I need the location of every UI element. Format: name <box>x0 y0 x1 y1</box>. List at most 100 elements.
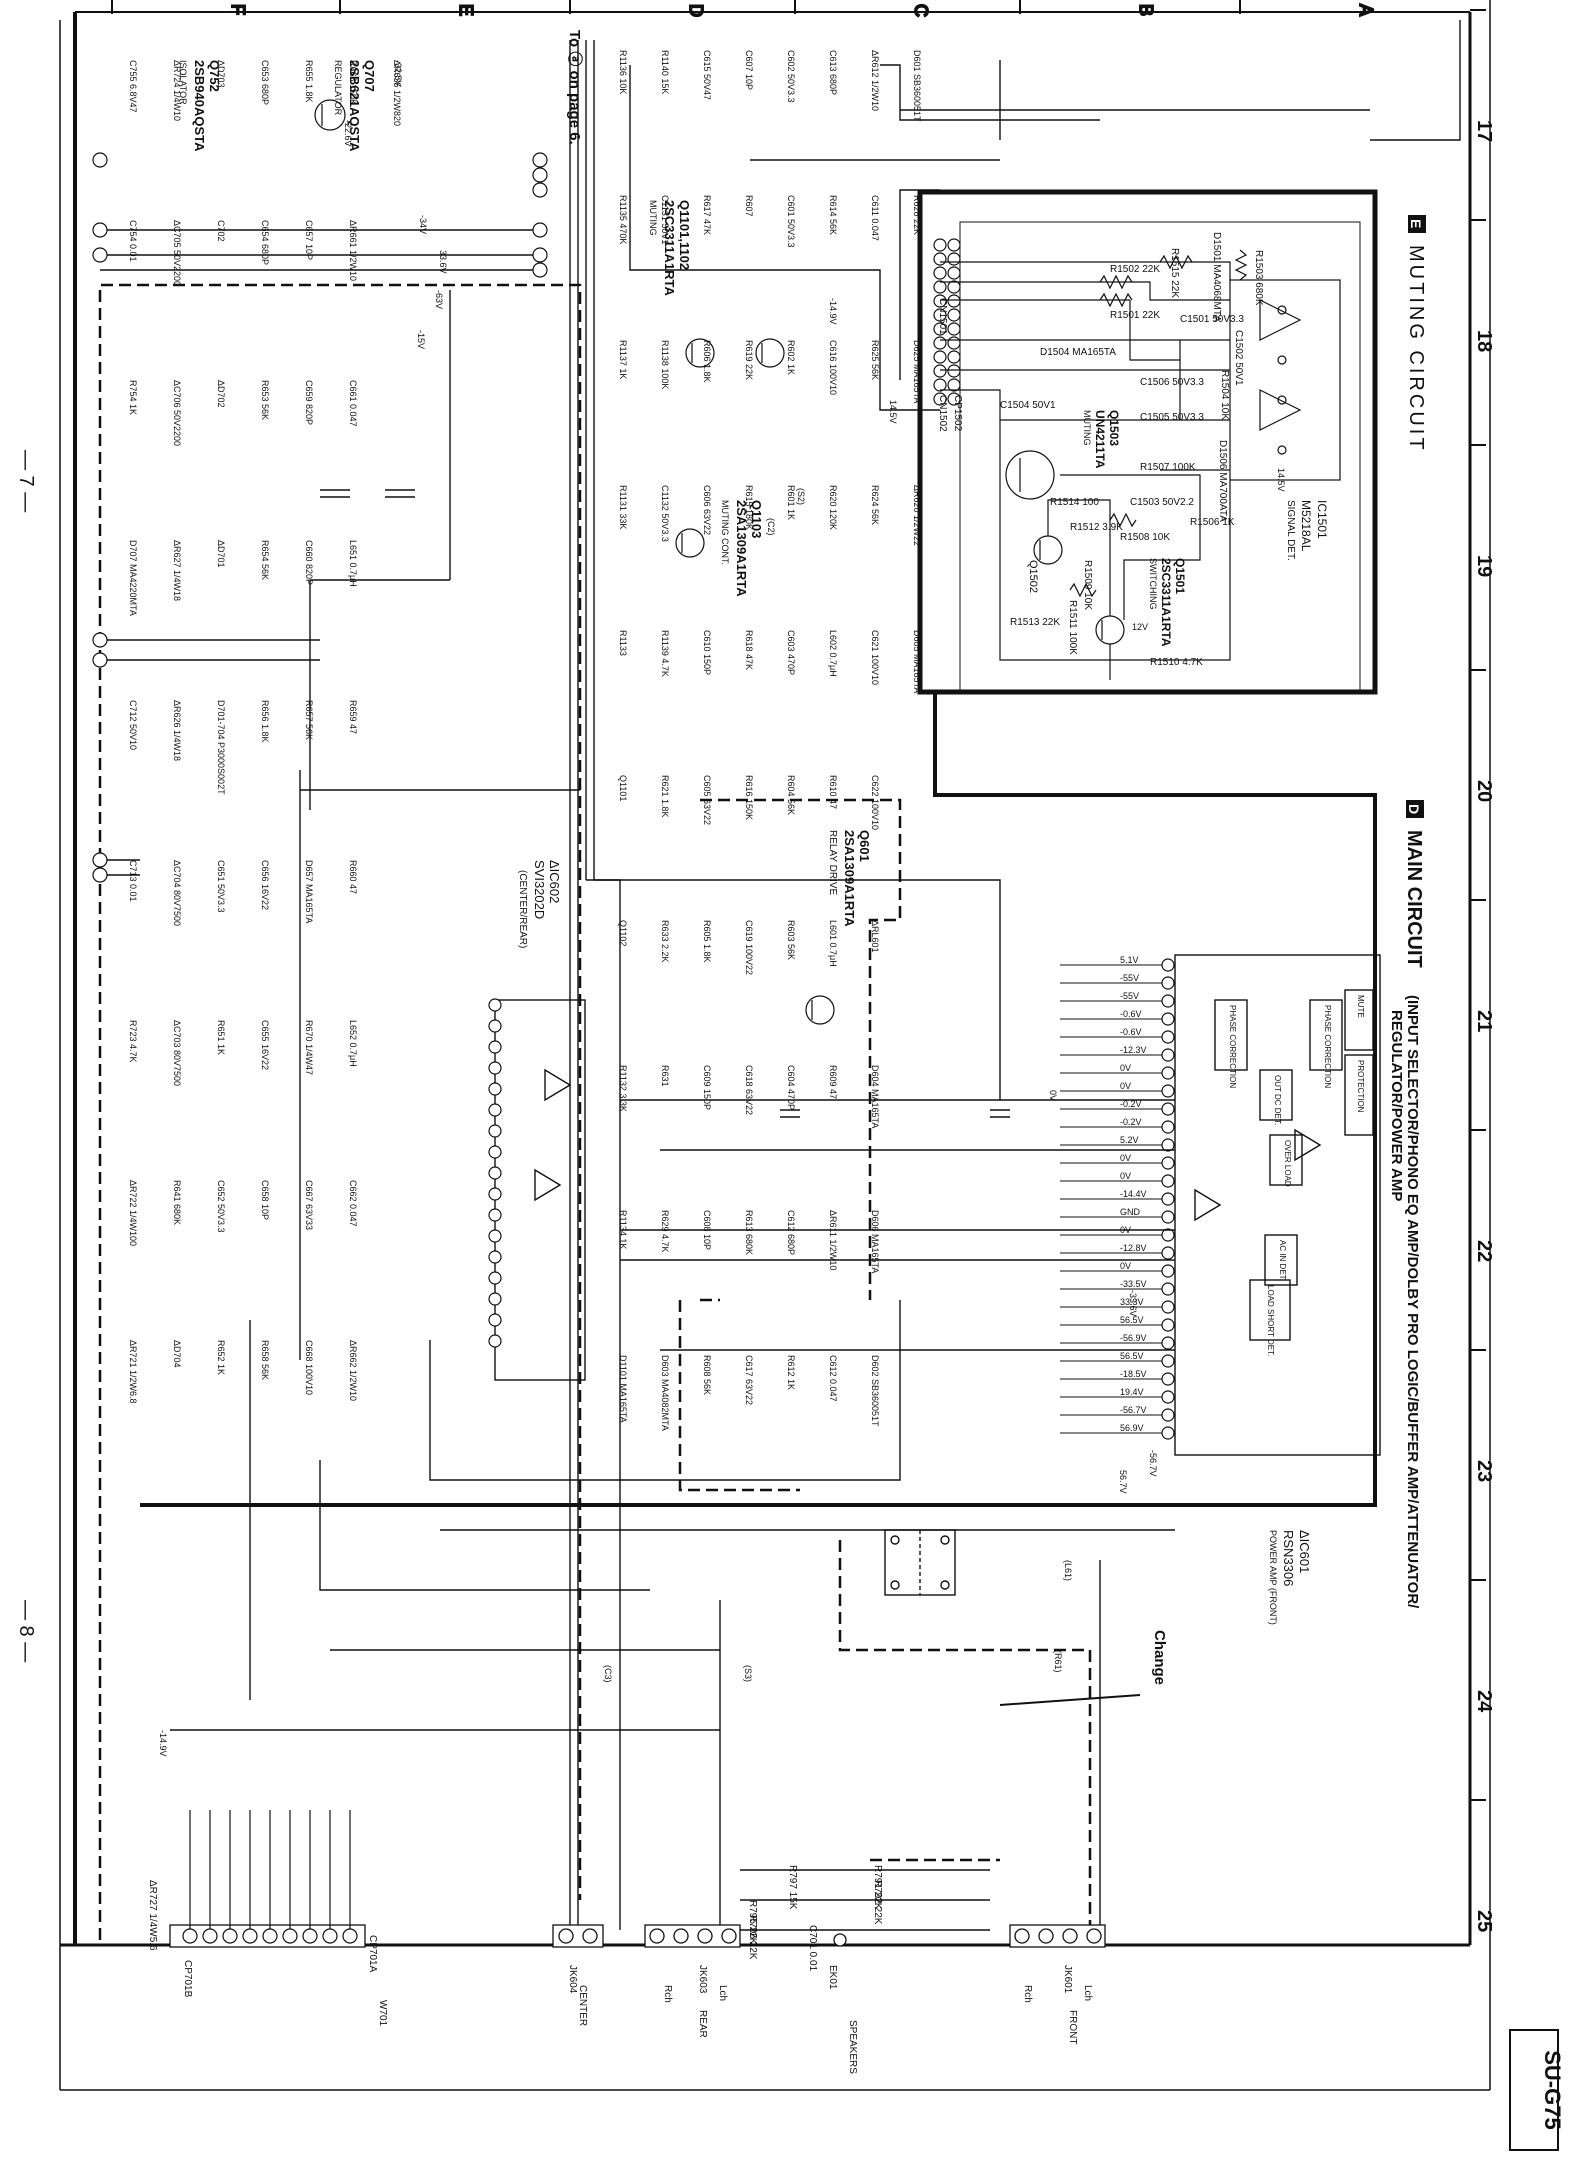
ic601-pin <box>1161 1282 1175 1296</box>
part-label: C659 820P <box>304 380 314 425</box>
r1512-label: R1512 3.9K <box>1070 522 1123 533</box>
net-label: 33.6V <box>438 250 448 274</box>
connector-pin <box>933 266 947 280</box>
q1503-part: UN4211TA <box>1093 410 1107 469</box>
part-label: C662 0.047 <box>348 1180 358 1227</box>
part-label: L602 0.7μH <box>828 630 838 677</box>
r1514-label: R1514 100 <box>1050 497 1099 508</box>
connector-bubble <box>92 247 108 263</box>
ic601-pin <box>1161 994 1175 1008</box>
part-label: C605 63V22 <box>702 775 712 825</box>
connector-pin <box>933 378 947 392</box>
ic602-pin <box>488 1166 502 1180</box>
part-label: D602 SB360051T <box>870 1355 880 1427</box>
ic601-pin <box>1161 1048 1175 1062</box>
grid-row-number: 24 <box>1473 1690 1495 1713</box>
ic601-pin <box>1161 1120 1175 1134</box>
pin-voltage-label: -0.2V <box>1120 1117 1142 1127</box>
connector-pin <box>947 238 961 252</box>
part-label: C653 680P <box>260 60 270 105</box>
v-145-label: 14.5V <box>1276 468 1286 492</box>
part-label: Q1102 <box>618 920 628 946</box>
bottom-part-label: R791 22K <box>872 1865 883 1910</box>
part-label: C612 0.047 <box>828 1355 838 1402</box>
part-label: R601 1K <box>786 485 796 520</box>
ic601-block-label: MUTE <box>1356 995 1365 1018</box>
pin-voltage-label: -56.9V <box>1120 1333 1147 1343</box>
ic1501-part: M5218AL <box>1299 500 1313 552</box>
part-label: R608 56K <box>702 1355 712 1395</box>
ic602-pin <box>488 1040 502 1054</box>
part-label: C621 100V10 <box>870 630 880 685</box>
part-label: ΔR662 1/2W10 <box>348 1340 358 1401</box>
connector-bubble <box>92 652 108 668</box>
ic601-pin <box>1161 958 1175 972</box>
part-label: C611 0.047 <box>870 195 880 241</box>
grid-column-letter: B <box>1136 4 1156 16</box>
part-label: R1131 33K <box>618 485 628 529</box>
part-label: C608 10P <box>702 1210 712 1250</box>
part-label: C615 50V47 <box>702 50 712 100</box>
bottom-part-label: JK601 <box>1062 1965 1073 1994</box>
ic601-block-label: PROTECTION <box>1356 1060 1365 1113</box>
muting-block-title: MUTING CIRCUIT <box>1405 245 1427 453</box>
cp701-pin <box>302 1928 318 1944</box>
page-number-left: — 7 — <box>15 450 37 512</box>
part-label: D606 MA165TA <box>870 1210 880 1273</box>
pin-voltage-label: -55V <box>1120 973 1139 983</box>
part-label: C618 63V22 <box>744 1065 754 1115</box>
left-connectors <box>92 152 548 883</box>
net-label: -22.6V <box>343 120 353 147</box>
c1503-label: C1503 50V2.2 <box>1130 497 1194 508</box>
net-label: -63V <box>434 290 444 309</box>
net-label: (C3) <box>603 1665 613 1683</box>
d1506-label: D1506 MA700ATA <box>1217 440 1228 522</box>
grid-column-letter: F <box>228 4 248 15</box>
part-label: R603 56K <box>786 920 796 960</box>
part-label: C754 0.01 <box>128 220 138 262</box>
q601-transistor <box>805 995 835 1025</box>
connector-bubble <box>532 167 548 183</box>
ic1501-label: IC1501 <box>1315 500 1329 539</box>
muting-resistors <box>1069 249 1248 598</box>
q601-desc: RELAY DRIVE <box>827 830 838 896</box>
part-label: ΔR721 1/2W6.8 <box>128 1340 138 1404</box>
ic1501-desc: SIGNAL DET. <box>1285 500 1296 561</box>
ic601-pin <box>1161 1210 1175 1224</box>
q1502-label: Q1502 <box>1027 560 1039 593</box>
ic601-pin <box>1161 1336 1175 1350</box>
grid-column-letter: A <box>1356 4 1376 16</box>
connector-pin <box>947 336 961 350</box>
connector-pin <box>947 392 961 406</box>
part-label: C602 50V3.3 <box>786 50 796 103</box>
ic602-pin <box>488 1292 502 1306</box>
pin-voltage-label: 0V <box>1120 1171 1131 1181</box>
grid-row-number: 17 <box>1473 120 1495 142</box>
part-label: C617 63V22 <box>744 1355 754 1405</box>
ic601-pin <box>1161 1372 1175 1386</box>
connector-bubble <box>92 852 108 868</box>
part-label: R633 2.2K <box>660 920 670 963</box>
ic601-pin <box>1161 1102 1175 1116</box>
part-label: D1101 MA165TA <box>618 1355 628 1423</box>
q601-label: Q601 <box>857 830 872 862</box>
part-label: R670 1/4W47 <box>304 1020 314 1075</box>
part-label: C652 50V3.3 <box>216 1180 226 1233</box>
part-label: R604 56K <box>786 775 796 815</box>
ic602-pin <box>488 1187 502 1201</box>
ic601-block-label: PHASE CORRECTION <box>1228 1005 1237 1088</box>
ic602-pin <box>488 1229 502 1243</box>
q601-part: 2SA1309A1RTA <box>842 830 857 927</box>
part-label: R625 56K <box>870 340 880 380</box>
connector-bubble <box>532 182 548 198</box>
r1502-label: R1502 22K <box>1110 264 1160 275</box>
c1505-label: C1505 50V3.3 <box>1140 412 1204 423</box>
ic601-pin <box>1161 1066 1175 1080</box>
part-label: D604 MA165TA <box>870 1065 880 1128</box>
main-block-subtitle: (INPUT SELECTOR/PHONO EQ AMP/DOLBY PRO L… <box>1404 995 1421 1609</box>
connector-pin <box>947 350 961 364</box>
net-label: -15V <box>416 330 426 349</box>
part-label: R1138 100K <box>660 340 670 389</box>
pin-voltage-label: -0.6V <box>1120 1009 1142 1019</box>
